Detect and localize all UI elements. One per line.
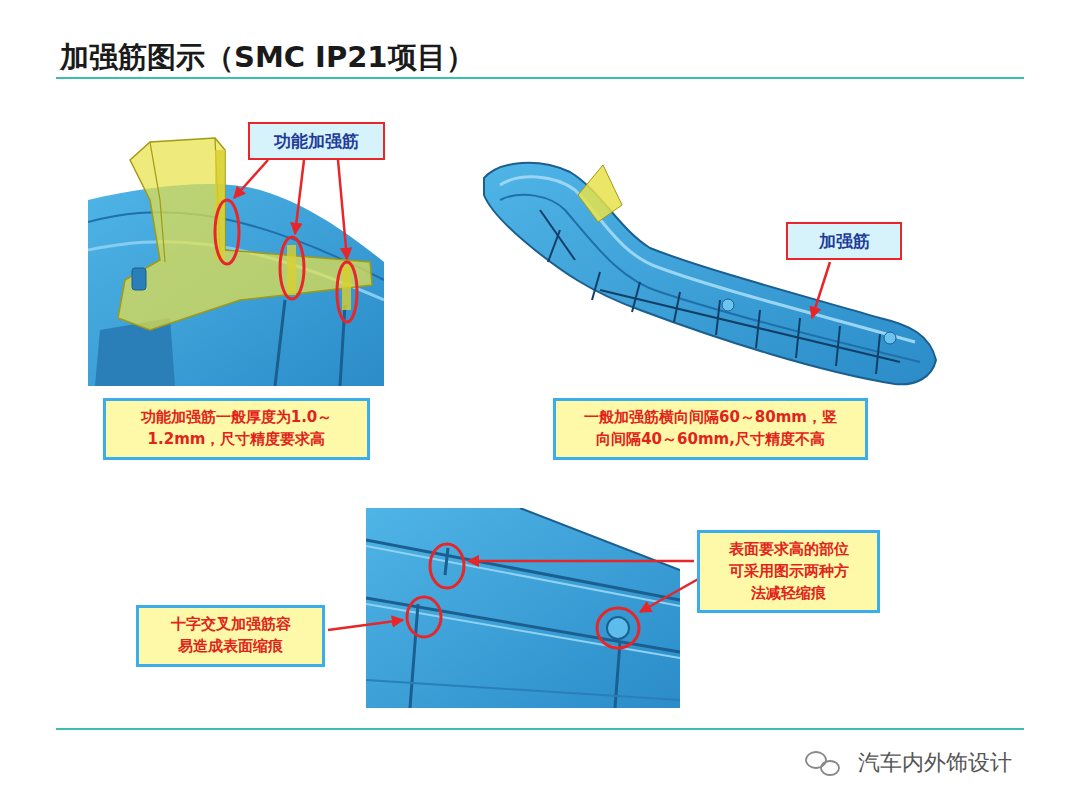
callout-tag: 加强筋 [786,222,902,260]
leader-arrow [468,560,694,563]
highlight-ellipse [597,608,639,648]
note-box: 一般加强筋横向间隔60～80mm，竖 向间隔40～60mm,尺寸精度不高 [553,398,868,460]
wechat-icon [806,752,839,775]
leader-arrow [812,262,830,318]
part-picture [88,118,384,386]
box-text: 表面要求高的部位 可采用图示两种方 法减轻缩痕 [708,539,869,604]
box-text: 功能加强筋一般厚度为1.0～ 1.2mm，尺寸精度要求高 [114,407,359,451]
box-text: 十字交叉加强筋容 易造成表面缩痕 [147,614,314,658]
box-text: 一般加强筋横向间隔60～80mm，竖 向间隔40～60mm,尺寸精度不高 [564,407,857,451]
rule-line [56,77,1024,79]
leader-arrow [328,620,403,630]
note-box: 表面要求高的部位 可采用图示两种方 法减轻缩痕 [697,530,880,613]
box-text: 加强筋 [819,230,870,252]
callout-tag: 功能加强筋 [248,122,385,160]
highlight-ellipse [215,200,239,264]
box-text: 功能加强筋 [274,130,359,152]
rule-line [56,728,1024,730]
watermark: 汽车内外饰设计 [858,748,1012,778]
leader-arrow [338,160,347,259]
note-box: 功能加强筋一般厚度为1.0～ 1.2mm，尺寸精度要求高 [103,398,370,460]
leader-arrow [295,160,304,234]
highlight-ellipse [407,597,441,637]
part-picture [366,508,680,708]
leader-arrow [640,578,700,612]
leader-arrow [234,160,268,198]
highlight-ellipse [280,237,304,299]
slide-title: 加强筋图示（SMC IP21项目） [60,38,475,78]
highlight-ellipse [337,262,357,322]
part-picture [484,163,936,384]
highlight-ellipse [430,544,464,588]
note-box: 十字交叉加强筋容 易造成表面缩痕 [136,605,325,667]
